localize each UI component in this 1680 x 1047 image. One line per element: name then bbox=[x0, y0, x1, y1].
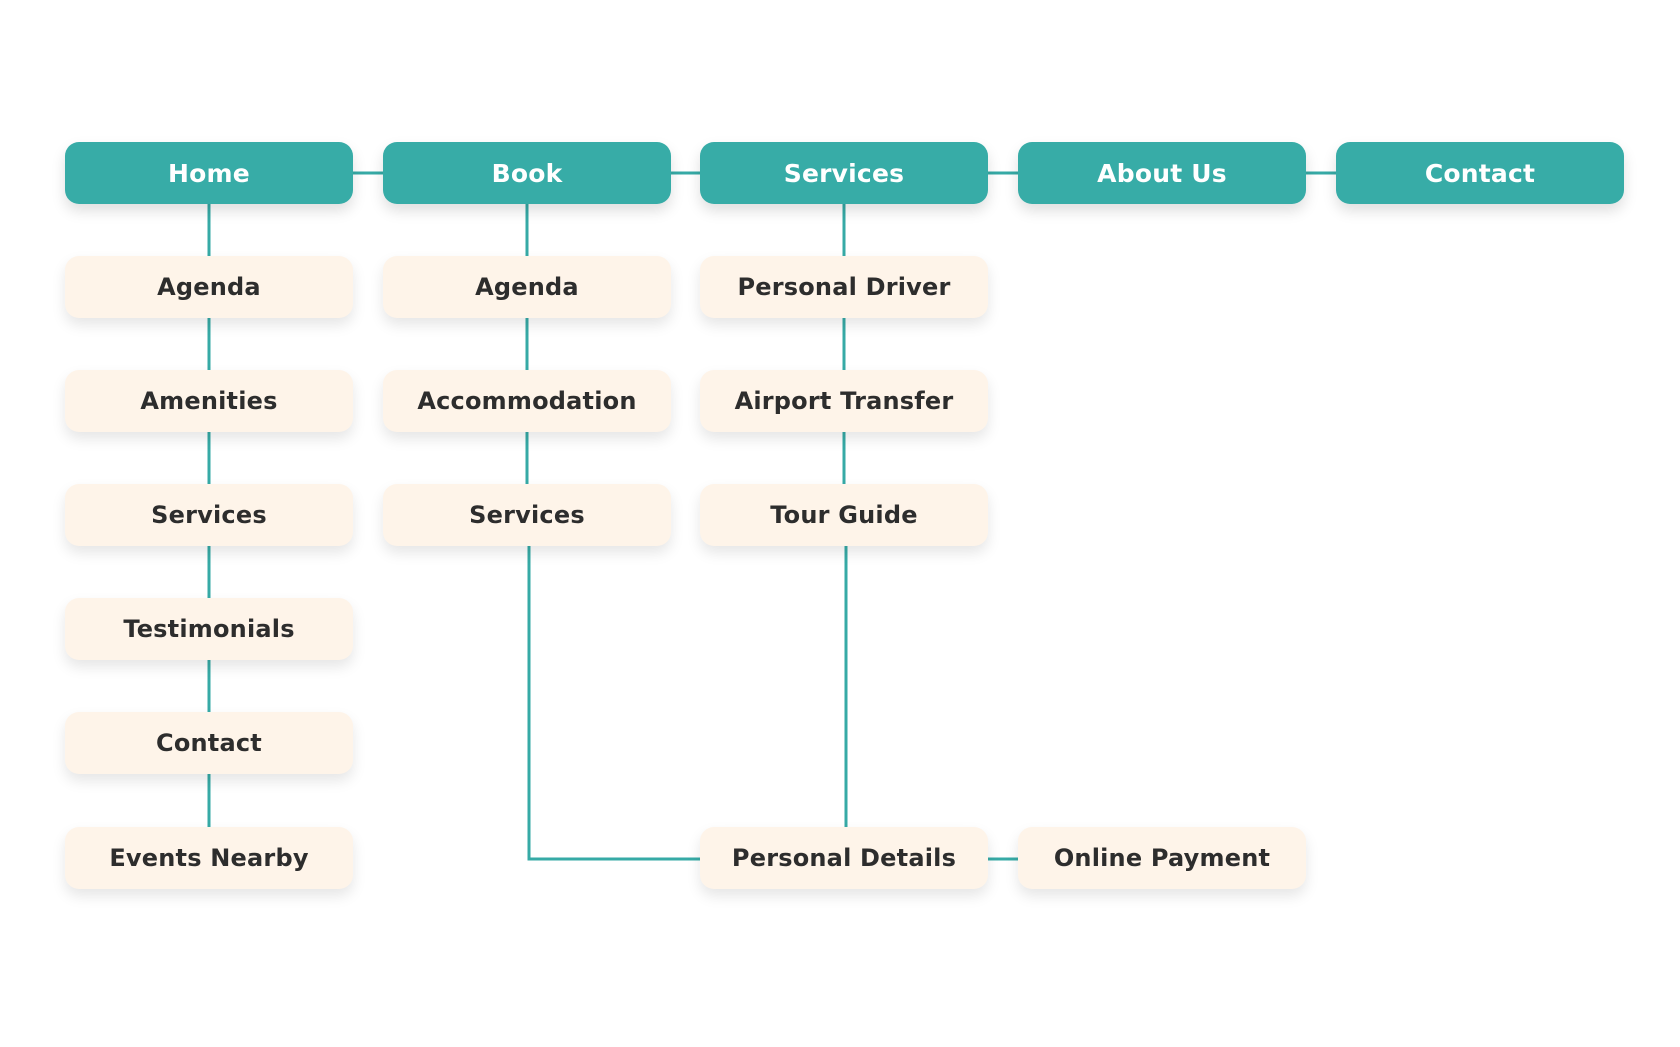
nav-node-contact: Contact bbox=[1336, 142, 1624, 204]
home-node-agenda: Agenda bbox=[65, 256, 353, 318]
home-node-contact: Contact bbox=[65, 712, 353, 774]
book-node-services: Services bbox=[383, 484, 671, 546]
book-node-accommodation: Accommodation bbox=[383, 370, 671, 432]
home-node-events-nearby: Events Nearby bbox=[65, 827, 353, 889]
node-online-payment: Online Payment bbox=[1018, 827, 1306, 889]
connector-book-to-personal-details bbox=[527, 546, 700, 861]
nav-node-book: Book bbox=[383, 142, 671, 204]
services-node-tour-guide: Tour Guide bbox=[700, 484, 988, 546]
nav-node-services: Services bbox=[700, 142, 988, 204]
node-personal-details: Personal Details bbox=[700, 827, 988, 889]
home-node-amenities: Amenities bbox=[65, 370, 353, 432]
nav-node-home: Home bbox=[65, 142, 353, 204]
home-node-testimonials: Testimonials bbox=[65, 598, 353, 660]
book-node-agenda: Agenda bbox=[383, 256, 671, 318]
nav-node-about-us: About Us bbox=[1018, 142, 1306, 204]
services-node-personal-driver: Personal Driver bbox=[700, 256, 988, 318]
services-node-airport-transfer: Airport Transfer bbox=[700, 370, 988, 432]
home-node-services: Services bbox=[65, 484, 353, 546]
